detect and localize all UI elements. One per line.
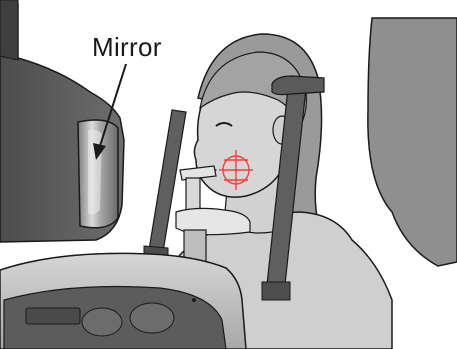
control-dial-1	[82, 308, 122, 336]
control-display	[26, 308, 80, 324]
temple-support-right-foot	[262, 282, 290, 300]
control-indicator	[192, 298, 196, 302]
temple-support-left	[148, 110, 186, 258]
temple-support-right-top	[272, 76, 324, 95]
control-dial-2	[130, 303, 174, 333]
machine-column-right	[368, 18, 457, 266]
mirror-label: Mirror	[92, 34, 162, 60]
machine-head-top	[0, 0, 18, 60]
mirror-highlight	[88, 130, 102, 215]
